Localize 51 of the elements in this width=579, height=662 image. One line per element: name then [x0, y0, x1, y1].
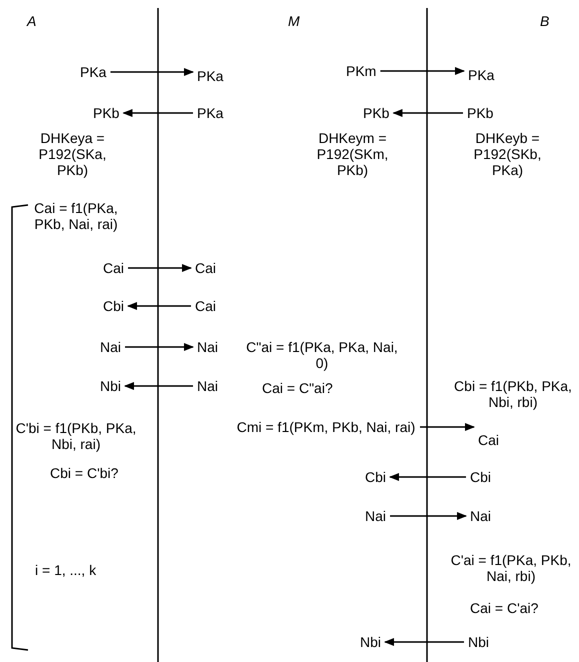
message-text: Nai — [470, 508, 492, 524]
formula-text: C"ai = f1(PKa, PKa, Nai, 0) — [246, 339, 398, 371]
message-text: Cbi — [470, 469, 492, 485]
formula-text: DHKeym = P192(SKm, PKb) — [316, 130, 390, 178]
message-text: Nai — [197, 339, 218, 355]
participant-label: B — [540, 13, 550, 29]
message-text: Cbi — [103, 298, 124, 314]
formula-text: Cai = f1(PKa, PKb, Nai, rai) — [33, 200, 119, 232]
message-text: PKm — [346, 63, 376, 79]
message-text: Nai — [197, 378, 218, 394]
message-text: PKb — [93, 105, 120, 121]
message-text: PKb — [467, 105, 494, 121]
message-text: Nai — [365, 508, 386, 524]
message-text: Nbi — [468, 634, 490, 650]
formula-text: Cbi = C'bi? — [50, 465, 118, 481]
message-text: Cai — [103, 260, 124, 276]
message-text: PKa — [80, 64, 106, 80]
message-text: Cai — [195, 298, 216, 314]
loop-range-text: i = 1, ..., k — [35, 562, 96, 578]
message-text: Nai — [100, 339, 122, 355]
message-text: Cai — [478, 432, 500, 448]
message-arrow — [384, 638, 464, 646]
formula-text: Cai = C'ai? — [470, 600, 538, 616]
message-arrow — [124, 382, 193, 390]
message-arrow — [128, 264, 192, 272]
message-text: PKb — [363, 105, 390, 121]
formula-text: DHKeya = P192(SKa, PKb) — [38, 130, 108, 178]
message-text: PKa — [468, 67, 494, 83]
message-arrow — [392, 109, 463, 117]
formula-text: Cai = C"ai? — [262, 380, 333, 396]
message-text: Cmi = f1(PKm, PKb, Nai, rai) — [236, 419, 416, 435]
message-text: Cai — [195, 260, 216, 276]
message-text: PKa — [197, 68, 224, 84]
formula-text: DHKeyb = P192(SKb, PKa) — [472, 130, 542, 178]
message-text: PKa — [197, 105, 224, 121]
message-arrow — [110, 68, 194, 76]
formula-text: C'bi = f1(PKb, PKa, Nbi, rai) — [15, 420, 137, 452]
formula-text: C'ai = f1(PKa, PKb, Nai, rbi) — [450, 552, 572, 584]
message-arrow — [122, 109, 193, 117]
formula-text: Cbi = f1(PKb, PKa, Nbi, rbi) — [453, 378, 573, 410]
message-arrow — [390, 512, 467, 520]
participant-label: A — [27, 13, 36, 29]
message-arrow — [420, 423, 475, 431]
participant-label: M — [288, 13, 300, 29]
message-arrow — [125, 343, 194, 351]
message-text: Nbi — [360, 634, 382, 650]
message-text: Nbi — [100, 378, 122, 394]
message-arrow — [380, 67, 465, 75]
message-arrow — [389, 473, 466, 481]
message-arrow — [127, 302, 191, 310]
message-text: Cbi — [365, 469, 386, 485]
